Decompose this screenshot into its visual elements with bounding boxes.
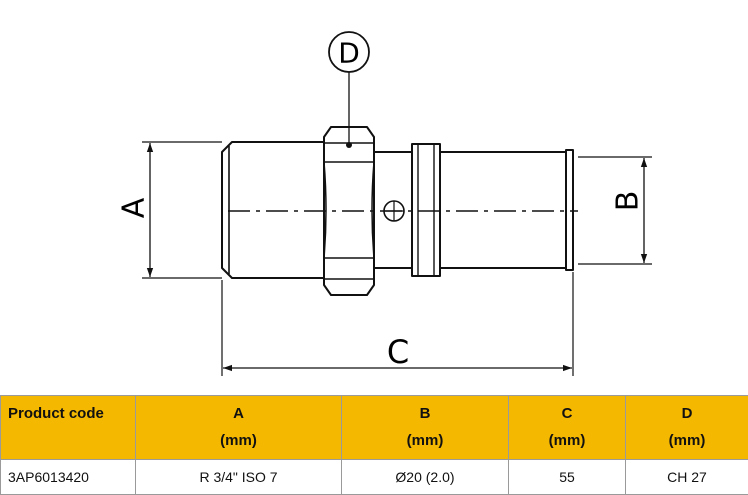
label-b: B: [611, 191, 646, 212]
table-header-row: Product code A (mm) B (mm) C (mm) D (mm): [0, 395, 748, 460]
cell-a: R 3/4" ISO 7: [135, 459, 342, 495]
threaded-end: [221, 141, 323, 279]
fitting-body: [374, 151, 413, 269]
header-a: A (mm): [135, 395, 342, 460]
table-row: 3AP6013420 R 3/4" ISO 7 Ø20 (2.0) 55 CH …: [0, 459, 748, 495]
press-sleeve: [440, 151, 567, 269]
header-c: C (mm): [508, 395, 626, 460]
header-d: D (mm): [625, 395, 748, 460]
dimension-lines: [146, 72, 648, 372]
dimension-d-leader-dot: [346, 142, 352, 148]
cell-product-code: 3AP6013420: [0, 459, 136, 495]
fitting-technical-drawing: A B C D: [117, 31, 652, 376]
cell-d: CH 27: [625, 459, 748, 495]
hex-nut: [323, 126, 375, 296]
label-d-circle: [328, 31, 370, 73]
cell-c: 55: [508, 459, 626, 495]
extension-lines: [142, 141, 652, 376]
cell-b: Ø20 (2.0): [341, 459, 509, 495]
fitting-outline: [221, 126, 574, 296]
header-b: B (mm): [341, 395, 509, 460]
spec-table: Product code A (mm) B (mm) C (mm) D (mm)…: [0, 395, 748, 495]
label-a: A: [117, 197, 152, 218]
label-c: C: [387, 333, 409, 371]
header-product-code: Product code: [0, 395, 136, 460]
label-d: D: [338, 37, 360, 70]
